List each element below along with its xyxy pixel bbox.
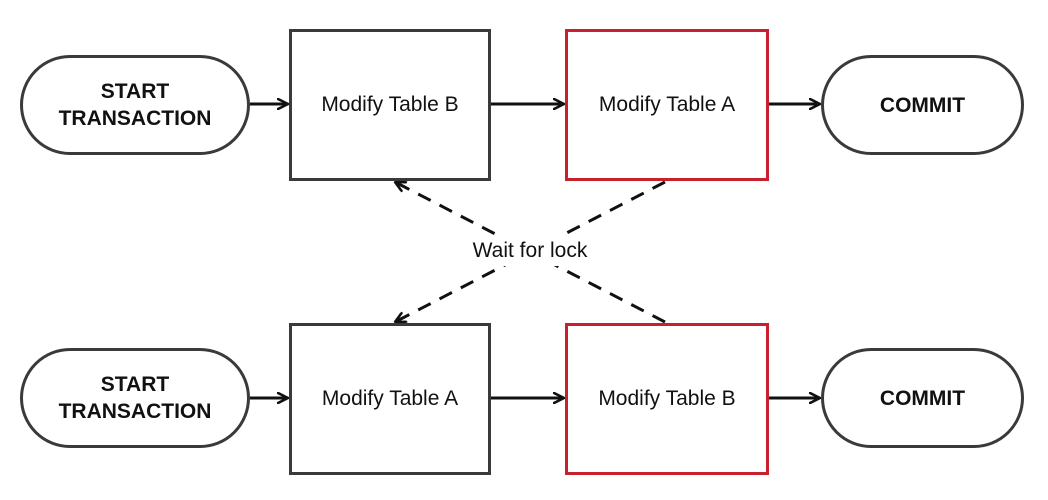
t1-start-line2: TRANSACTION <box>58 107 212 130</box>
t2-step2-label: Modify Table B <box>598 387 736 410</box>
t2-start-line1: START <box>100 373 170 396</box>
t1-start-line1: START <box>100 80 170 103</box>
t1-commit-node: COMMIT <box>821 55 1024 155</box>
t1-step1-node: Modify Table B <box>289 29 491 181</box>
t2-step1-label: Modify Table A <box>321 387 459 410</box>
t2-start-node: START TRANSACTION <box>20 348 250 448</box>
t1-step2-node: Modify Table A <box>565 29 769 181</box>
t1-start-node: START TRANSACTION <box>20 55 250 155</box>
t2-step2-node: Modify Table B <box>565 323 769 475</box>
t1-step1-label: Modify Table B <box>321 93 459 116</box>
wait-for-lock-label: Wait for lock <box>456 236 604 266</box>
t2-commit-node: COMMIT <box>821 348 1024 448</box>
t2-step1-node: Modify Table A <box>289 323 491 475</box>
t1-step2-label: Modify Table A <box>598 93 736 116</box>
t1-commit-label: COMMIT <box>879 93 966 117</box>
t2-commit-label: COMMIT <box>879 386 966 410</box>
t2-start-line2: TRANSACTION <box>58 400 212 423</box>
